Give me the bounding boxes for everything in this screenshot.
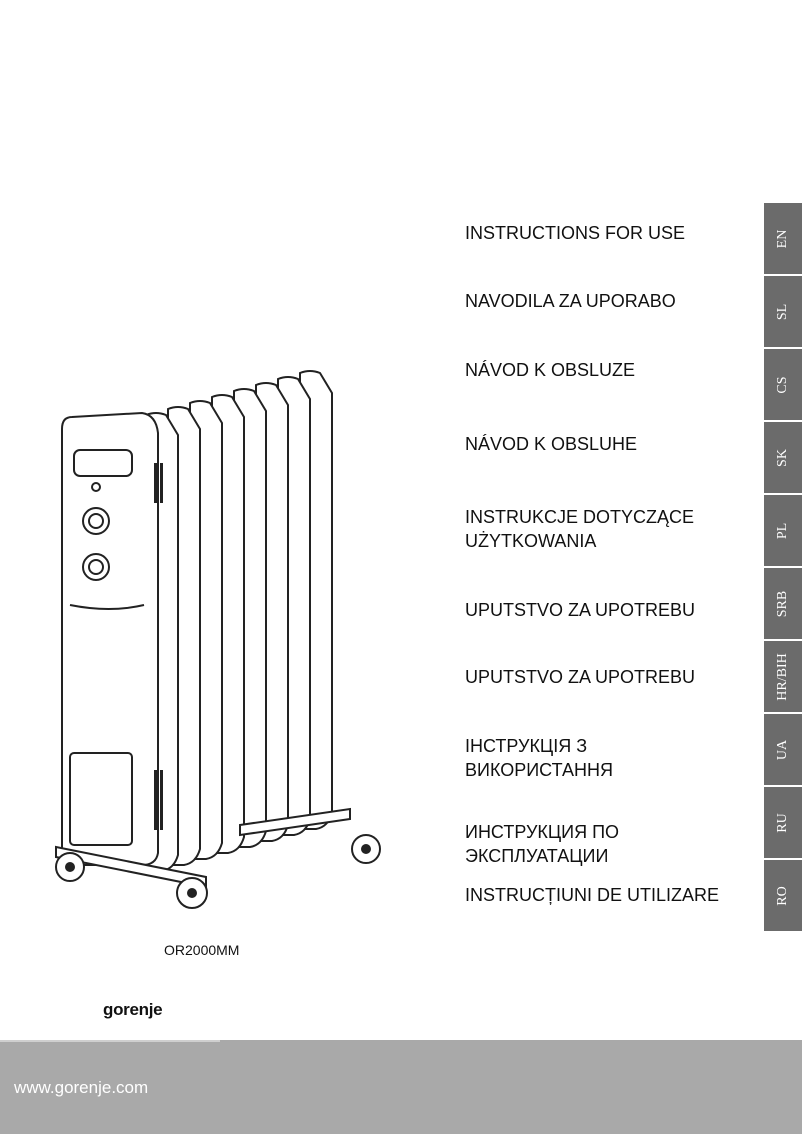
title-pl: INSTRUKCJE DOTYCZĄCE UŻYTKOWANIA bbox=[465, 507, 695, 551]
language-tab-sk[interactable]: SK bbox=[764, 422, 802, 493]
website-link[interactable]: www.gorenje.com bbox=[14, 1078, 149, 1097]
language-tab-pl[interactable]: PL bbox=[764, 495, 802, 566]
language-tab-srb[interactable]: SRB bbox=[764, 568, 802, 639]
title-ua: ІНСТРУКЦІЯ З ВИКОРИСТАННЯ bbox=[465, 736, 613, 780]
language-tab-en[interactable]: EN bbox=[764, 203, 802, 274]
language-tab-sl[interactable]: SL bbox=[764, 276, 802, 347]
title-hr-bih: UPUTSTVO ZA UPOTREBU bbox=[465, 667, 696, 687]
title-sk: NÁVOD K OBSLUHE bbox=[465, 434, 638, 454]
brand-logo-text: gorenje bbox=[103, 1000, 163, 1019]
title-ru: ИНСТРУКЦИЯ ПО ЭКСПЛУАТАЦИИ bbox=[465, 822, 620, 866]
language-tab-ru[interactable]: RU bbox=[764, 787, 802, 858]
title-en: INSTRUCTIONS FOR USE bbox=[465, 223, 686, 243]
language-tab-cs[interactable]: CS bbox=[764, 349, 802, 420]
title-cs: NÁVOD K OBSLUZE bbox=[465, 360, 636, 380]
title-srb: UPUTSTVO ZA UPOTREBU bbox=[465, 600, 696, 620]
footer-band bbox=[0, 1040, 802, 1134]
model-number: OR2000MM bbox=[164, 942, 240, 958]
language-tab-hr-bih[interactable]: HR/BIH bbox=[764, 641, 802, 712]
title-sl: NAVODILA ZA UPORABO bbox=[465, 291, 676, 311]
footer-accent-line bbox=[0, 1040, 220, 1042]
language-tabs: EN SL CS SK PL SRB HR/BIH UA RU RO bbox=[764, 203, 802, 933]
language-tab-ro[interactable]: RO bbox=[764, 860, 802, 931]
title-ro: INSTRUCȚIUNI DE UTILIZARE bbox=[465, 885, 720, 905]
language-tab-ua[interactable]: UA bbox=[764, 714, 802, 785]
oil-radiator-illustration bbox=[55, 370, 381, 909]
